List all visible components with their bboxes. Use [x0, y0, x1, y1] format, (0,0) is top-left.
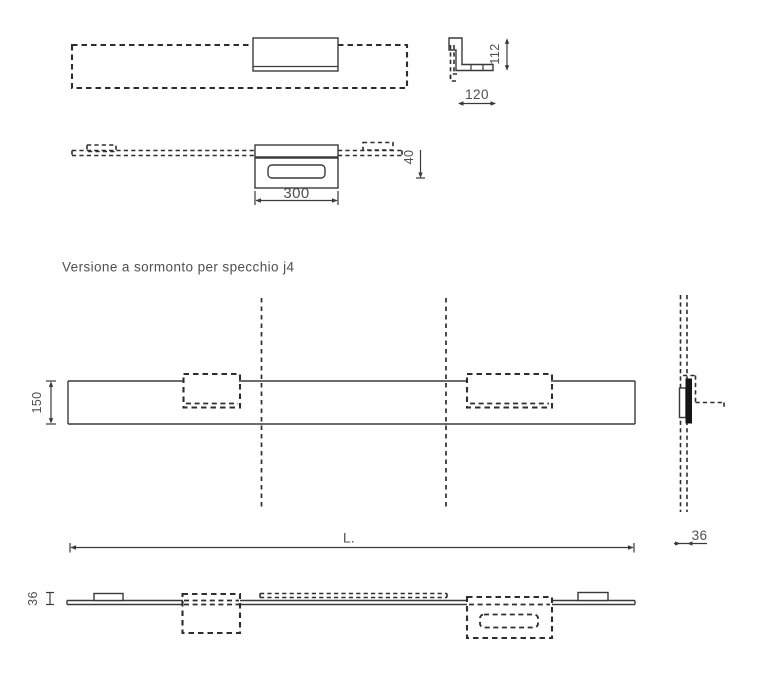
bracket-profile-outline	[448, 37, 494, 72]
hidden-light-slot	[479, 613, 539, 629]
length-dimension: L.	[69, 531, 635, 553]
bottom-edge-view: 36	[26, 591, 636, 640]
arrow-left-icon	[70, 545, 76, 550]
hidden-box-left	[181, 592, 242, 635]
arrow-left-icon	[255, 198, 261, 203]
mirror-hidden-hook	[449, 73, 458, 82]
caption-text: Versione a sormonto per specchio j4	[62, 260, 294, 275]
side-profile-view: 36	[674, 295, 725, 546]
arrow-left-icon	[687, 541, 693, 546]
clip-right	[577, 591, 609, 602]
dim-label-300: 300	[283, 185, 309, 202]
arrow-up-icon	[504, 38, 510, 44]
dim-label-112: 112	[488, 43, 502, 64]
dim-label-120: 120	[465, 87, 489, 102]
arrow-left-icon	[458, 101, 464, 106]
arrow-right-icon	[675, 541, 681, 546]
dim-label-36-thickness: 36	[26, 591, 40, 606]
front-elevation-view: 150	[30, 298, 636, 508]
hidden-box-left	[182, 372, 242, 409]
arrow-down-icon	[504, 65, 510, 71]
profile-solid-bar	[685, 378, 692, 424]
dim-label-L: L.	[343, 531, 355, 546]
arrow-right-icon	[332, 198, 338, 203]
arrow-up-icon	[48, 381, 54, 387]
mirror-outline-dashed	[70, 43, 409, 90]
arrow-down-icon	[48, 418, 54, 424]
clip-hidden-right	[362, 141, 394, 151]
clip-left	[93, 592, 124, 602]
hidden-box-right	[465, 595, 554, 640]
plan-view	[70, 37, 409, 90]
profile-channel	[678, 387, 687, 419]
hidden-box-right	[465, 372, 554, 409]
arrow-right-icon	[490, 101, 496, 106]
dim-label-40: 40	[402, 150, 416, 165]
clip-hidden-left	[86, 144, 117, 153]
arrow-right-icon	[628, 545, 634, 550]
light-slot	[267, 164, 326, 179]
lamp-section-view: 300 40	[71, 141, 425, 205]
dim-label-36-width: 36	[692, 528, 708, 543]
arrow-down-icon	[418, 172, 423, 178]
dim-label-150: 150	[30, 391, 44, 413]
lamp-body	[252, 37, 339, 72]
bracket-profile-view: 112 120	[448, 37, 510, 106]
